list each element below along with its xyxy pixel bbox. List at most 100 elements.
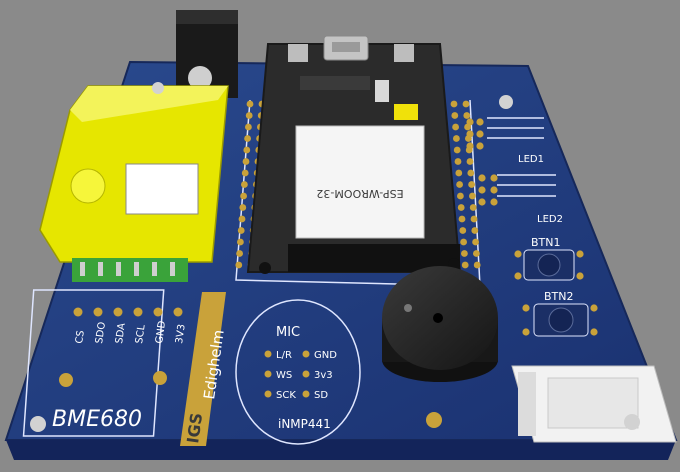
dc-power-jack bbox=[176, 10, 238, 98]
header-pin bbox=[116, 262, 121, 276]
header-pad bbox=[239, 204, 247, 211]
bme-pin-label: GND bbox=[154, 320, 168, 345]
mic-pin-pad bbox=[302, 350, 310, 358]
mic-pin-pad bbox=[264, 350, 272, 358]
led-pad bbox=[466, 130, 474, 138]
header-pad bbox=[467, 169, 475, 177]
header-pad bbox=[238, 215, 246, 223]
esp32-devboard: ESP-WROOM-32 bbox=[246, 35, 462, 274]
button-section: BTN1 BTN2 bbox=[514, 236, 598, 337]
mic-title: MIC bbox=[276, 325, 300, 340]
header-pad bbox=[458, 215, 466, 223]
header-pad bbox=[237, 227, 245, 234]
led-pad bbox=[476, 118, 484, 126]
header-pad bbox=[241, 181, 248, 188]
led-pad bbox=[490, 186, 498, 194]
header-pin bbox=[134, 262, 139, 276]
mic-pin-pad bbox=[264, 370, 272, 378]
header-pad bbox=[462, 100, 470, 108]
header-pad bbox=[456, 181, 463, 188]
mic-pin-label: WS bbox=[276, 370, 292, 381]
bme-pin-label: 3V3 bbox=[174, 323, 188, 344]
led-pad bbox=[476, 130, 484, 138]
bme-pin-pad bbox=[133, 307, 143, 317]
led-pad bbox=[490, 198, 498, 206]
header-pad bbox=[469, 204, 477, 211]
jst-connector bbox=[511, 365, 677, 443]
header-pad bbox=[459, 227, 467, 234]
header-pad bbox=[469, 192, 476, 200]
mic-pin-label: GND bbox=[314, 350, 337, 361]
mic-pin-pad bbox=[264, 390, 272, 398]
mounting-holes bbox=[30, 82, 640, 432]
button-pad bbox=[576, 272, 584, 280]
header-pad bbox=[461, 250, 468, 257]
header-pad bbox=[457, 192, 464, 200]
header-pad bbox=[468, 181, 475, 188]
led-pad bbox=[478, 186, 486, 194]
header-pad bbox=[470, 215, 478, 223]
header-pad bbox=[237, 238, 244, 246]
mic-pin-label: 3v3 bbox=[314, 370, 333, 381]
led-pad bbox=[478, 174, 486, 182]
header-pad bbox=[453, 146, 461, 154]
header-pad bbox=[463, 112, 471, 119]
header-pad bbox=[240, 192, 248, 200]
buzzer bbox=[382, 266, 498, 382]
header-pad bbox=[244, 135, 252, 142]
header-pad bbox=[246, 100, 254, 108]
sensor-hole bbox=[70, 168, 106, 204]
mic-pin-pad bbox=[302, 390, 310, 398]
header-pad bbox=[241, 169, 249, 177]
header-pad bbox=[452, 123, 459, 131]
brand-logo: IGS Edighelm bbox=[180, 292, 228, 446]
header-pad bbox=[450, 100, 458, 108]
header-pad bbox=[245, 112, 253, 119]
sensor-window bbox=[125, 163, 199, 215]
header-pin bbox=[80, 262, 85, 276]
button-pad bbox=[522, 304, 530, 312]
btn2-label: BTN2 bbox=[544, 290, 574, 303]
bme-pin-pad bbox=[113, 307, 123, 317]
mic-pin-label: L/R bbox=[276, 350, 292, 361]
bme-pin-label: SDO bbox=[94, 321, 108, 344]
header-pad bbox=[235, 261, 243, 269]
header-pad bbox=[245, 123, 252, 131]
en-button bbox=[394, 44, 414, 62]
bme-pin-pad bbox=[173, 307, 183, 317]
header-pad bbox=[461, 261, 469, 269]
led-pad bbox=[466, 142, 474, 150]
header-pad bbox=[242, 158, 250, 165]
bme-name: BME680 bbox=[52, 407, 142, 432]
mic-name: iNMP441 bbox=[278, 417, 331, 431]
led-pad bbox=[490, 174, 498, 182]
led-section: LED1 LED2 bbox=[466, 118, 563, 225]
header-pad bbox=[243, 146, 251, 154]
header-pad bbox=[236, 250, 244, 257]
header-pad bbox=[453, 135, 460, 142]
header-pad bbox=[460, 238, 467, 246]
header-pin bbox=[152, 262, 157, 276]
sensor-pin-header bbox=[72, 258, 188, 282]
btn1-label: BTN1 bbox=[531, 236, 561, 249]
header-pad bbox=[451, 112, 459, 119]
led1-label: LED1 bbox=[518, 154, 544, 165]
header-pad bbox=[473, 250, 480, 257]
silkscreen-outlines bbox=[22, 99, 556, 437]
gas-sensor-module bbox=[39, 85, 229, 282]
button-pad bbox=[514, 250, 522, 258]
bme-pin-label: SDA bbox=[114, 322, 128, 344]
header-pad bbox=[473, 261, 481, 269]
button-pad bbox=[590, 304, 598, 312]
button-pad bbox=[522, 328, 530, 336]
led2-label: LED2 bbox=[537, 214, 563, 225]
right-header-pads bbox=[450, 100, 481, 269]
header-pad bbox=[466, 158, 474, 165]
bme-pin-pad bbox=[153, 307, 163, 317]
button-pad bbox=[576, 250, 584, 258]
mic-pin-label: SD bbox=[314, 390, 328, 401]
header-pad bbox=[457, 204, 465, 211]
bme-pin-label: SCL bbox=[134, 324, 148, 345]
